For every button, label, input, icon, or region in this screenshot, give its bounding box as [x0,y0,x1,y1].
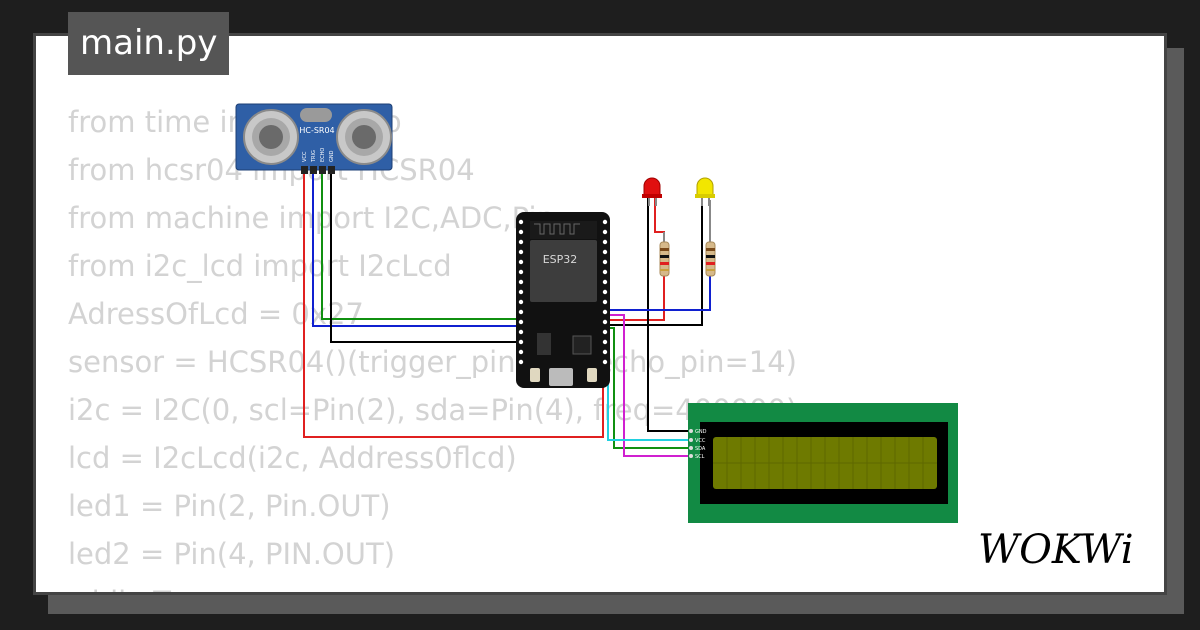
lcd-pins [689,429,693,458]
code-line: led1 = Pin(2, Pin.OUT) [68,489,391,523]
wire-blue [312,174,518,327]
wire-black [647,198,690,432]
pin-label: VCC [695,438,706,444]
resistor[interactable] [705,241,716,277]
ultrasonic-label: HC-SR04 [299,126,334,135]
lcd-display[interactable]: GND VCC SDA SCL [688,403,958,523]
wire-magenta [606,314,690,457]
code-line: from i2c_lcd import I2cLcd [68,249,452,283]
code-listing: from time import sleep from hcsr04 impor… [68,98,798,592]
lcd-char-grid [713,437,937,489]
pin-label: VCC [302,151,308,162]
esp32-pins-left [518,219,524,365]
wire-red [606,198,665,321]
wires [303,174,711,457]
resistor[interactable] [659,241,670,277]
pin-label: TRIG [311,150,317,163]
wire-red [303,174,604,438]
wire-black [606,198,703,326]
pin-label: ECHO [320,148,326,162]
code-line: led2 = Pin(4, PIN.OUT) [68,537,396,571]
pin-label: SCL [695,454,705,460]
esp32-board[interactable]: ESP32 [516,212,610,388]
esp32-pins-right [602,219,608,365]
transducer-right [336,109,392,165]
wire-green [321,174,518,320]
pin-label: SDA [695,446,706,452]
pin-label: GND [329,150,335,162]
ultrasonic-sensor[interactable]: HC-SR04 VCC TRIG ECHO GND [235,103,393,174]
ultrasonic-header [301,166,335,174]
wire-black [330,174,518,343]
led-yellow[interactable] [695,177,715,206]
wokwi-logo: WOKWi [978,527,1134,573]
code-line: i2c = I2C(0, scl=Pin(2), sda=Pin(4), fre… [68,393,798,427]
transducer-left [243,109,299,165]
wire-blue [606,276,711,311]
wokwi-logo-text: WOKWi [978,527,1134,573]
file-tab[interactable]: main.py [68,12,230,75]
pin-label: GND [695,429,707,435]
wire-cyan [607,362,690,441]
esp32-label: ESP32 [543,253,578,266]
code-line: while True: [68,578,797,592]
code-line: lcd = I2cLcd(i2c, Address0flcd) [68,441,517,475]
led-red[interactable] [642,177,662,206]
